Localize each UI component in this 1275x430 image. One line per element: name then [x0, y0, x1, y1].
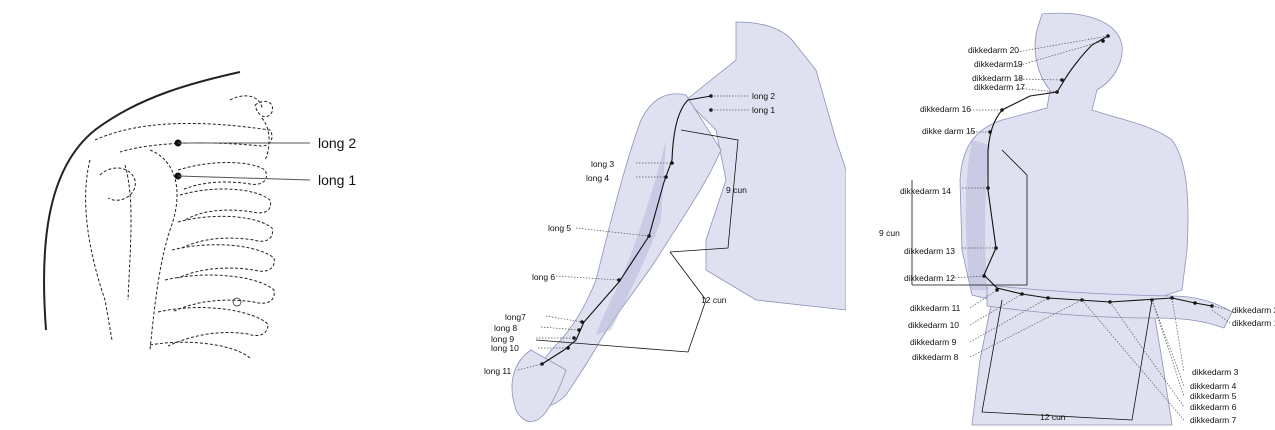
label-dikkedarm-15: dikke darm 15: [922, 126, 976, 136]
label-dikkedarm-12: dikkedarm 12: [904, 273, 955, 283]
arm-silhouette: [535, 94, 721, 406]
humerus-outline: [86, 160, 112, 340]
shoulder-line-drawing-panel: long 2 long 1: [0, 0, 430, 430]
rib-marker: [233, 298, 241, 306]
label-dikkedarm-6: dikkedarm 6: [1190, 402, 1237, 412]
label-dikkedarm-2: dikkedarm 2: [1232, 305, 1275, 315]
label-12-cun: 12 cun: [701, 295, 727, 305]
label-long-1: long 1: [752, 105, 775, 115]
large-intestine-meridian-panel: dikkedarm 20 dikkedarm19 dikkedarm 18 di…: [852, 0, 1275, 430]
label-dikkedarm-17: dikkedarm 17: [974, 82, 1025, 92]
label-long-10: long 10: [491, 343, 519, 353]
label-long-2: long 2: [752, 91, 775, 101]
humerus-inner: [125, 165, 131, 300]
label-dikkedarm-11: dikkedarm 11: [910, 303, 961, 313]
label-long-5: long 5: [548, 223, 571, 233]
label-dikkedarm-1: dikkedarm 1: [1232, 318, 1275, 328]
label-dikkedarm-8: dikkedarm 8: [912, 352, 959, 362]
lung-meridian-diagram: long 2 long 1 long 3 long 4 long 5 long …: [436, 0, 846, 430]
label-dikkedarm-19: dikkedarm19: [974, 59, 1023, 69]
label-long-11: long 11: [484, 366, 512, 376]
label-dikkedarm-20: dikkedarm 20: [968, 45, 1019, 55]
label-long-6: long 6: [532, 272, 555, 282]
label-dikkedarm-3: dikkedarm 3: [1192, 367, 1239, 377]
ribcage: [150, 96, 274, 358]
lung-meridian-panel: long 2 long 1 long 3 long 4 long 5 long …: [436, 0, 846, 430]
collarbone-end: [255, 101, 273, 116]
leader-long-1: [178, 176, 310, 180]
label-dikkedarm-14: dikkedarm 14: [900, 186, 951, 196]
label-long-7: long7: [505, 312, 526, 322]
collarbone: [95, 123, 272, 152]
label-9-cun: 9 cun: [726, 185, 747, 195]
label-dikkedarm-7: dikkedarm 7: [1190, 415, 1237, 425]
label-12-cun: 12 cun: [1040, 412, 1066, 422]
label-dikkedarm-4: dikkedarm 4: [1190, 381, 1237, 391]
label-dikkedarm-16: dikkedarm 16: [920, 104, 971, 114]
shoulder-diagram: long 2 long 1: [0, 0, 430, 430]
label-dikkedarm-5: dikkedarm 5: [1190, 391, 1237, 401]
torso-silhouette: [960, 13, 1188, 300]
label-long-4: long 4: [586, 173, 609, 183]
large-intestine-diagram: dikkedarm 20 dikkedarm19 dikkedarm 18 di…: [852, 0, 1275, 430]
label-long-2: long 2: [318, 135, 356, 151]
label-dikkedarm-10: dikkedarm 10: [908, 320, 959, 330]
shoulder-outline: [44, 72, 240, 330]
label-long-1: long 1: [318, 172, 356, 188]
lower-torso: [972, 300, 1172, 425]
label-long-8: long 8: [494, 323, 517, 333]
label-dikkedarm-9: dikkedarm 9: [910, 337, 957, 347]
label-9-cun: 9 cun: [879, 228, 900, 238]
label-long-3: long 3: [591, 159, 614, 169]
label-dikkedarm-13: dikkedarm 13: [904, 246, 955, 256]
